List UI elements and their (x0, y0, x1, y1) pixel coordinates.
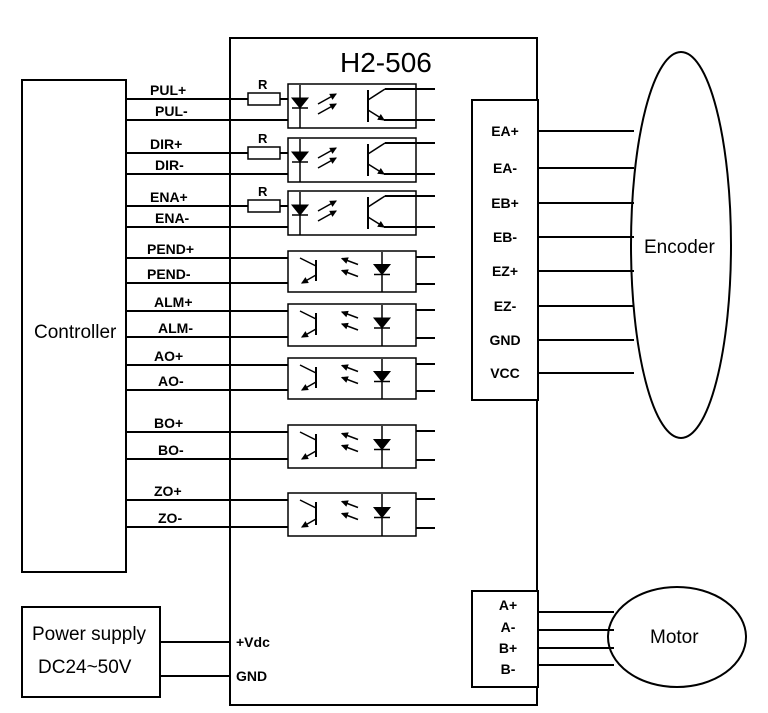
zo-pos-label: ZO+ (154, 483, 182, 499)
encoder-ellipse (630, 51, 732, 439)
pul-pos-label: PUL+ (150, 82, 186, 98)
zo-transistor-collector (299, 499, 317, 509)
pend-light-b-head (340, 269, 349, 276)
zo-light-a-head (340, 500, 349, 507)
pend-transistor-emitter-head (301, 277, 309, 284)
ao-transistor-collector (299, 364, 317, 374)
alm-neg-label: ALM- (158, 320, 193, 336)
driver-title: H2-506 (340, 47, 432, 78)
ao-light-b-head (340, 376, 349, 383)
pul-led (290, 97, 310, 109)
pend-opto-box (287, 250, 417, 293)
encoder-eb-negpos-label: EB+ (491, 195, 519, 211)
bo-opto-box (287, 424, 417, 469)
power-vdc-label: +Vdc (236, 634, 270, 650)
encoder-ez-negpos-label: EZ+ (492, 263, 518, 279)
dir-light-b-head (329, 157, 338, 164)
alm-transistor-emitter-head (301, 331, 309, 338)
pend-transistor-collector (299, 257, 317, 267)
encoder-vcc-label: VCC (490, 365, 520, 381)
motor-a-negpos-label: A+ (499, 597, 517, 613)
pend-neg-label: PEND- (147, 266, 191, 282)
motor-label: Motor (650, 627, 699, 648)
pul-resistor-label: R (258, 77, 268, 92)
encoder-ea-neg-label: EA- (493, 160, 517, 176)
motor-b-neg-label: B- (501, 661, 516, 677)
pend-led (372, 264, 392, 276)
alm-light-a-head (340, 310, 349, 318)
encoder-gnd-label: GND (489, 332, 520, 348)
dir-transistor-emitter-head (377, 167, 385, 175)
encoder-terminal-block (471, 99, 539, 401)
zo-light-b-head (340, 512, 349, 519)
bo-pos-label: BO+ (154, 415, 183, 431)
motor-terminal-block (471, 590, 539, 688)
bo-transistor-collector (299, 431, 317, 441)
ena-transistor-emitter-head (377, 220, 385, 228)
bo-transistor-emitter-head (301, 453, 309, 460)
alm-light-b-head (340, 322, 349, 330)
power-gnd-label: GND (236, 668, 267, 684)
ena-light-a-head (329, 200, 338, 207)
alm-pos-label: ALM+ (154, 294, 193, 310)
power-supply-voltage: DC24~50V (38, 657, 132, 678)
ena-neg-label: ENA- (155, 210, 190, 226)
zo-led (372, 507, 392, 519)
pul-light-a-head (329, 93, 338, 100)
ena-pos-label: ENA+ (150, 189, 188, 205)
pul-opto-box (287, 83, 417, 129)
wires (126, 83, 634, 677)
alm-led (372, 317, 392, 329)
pul-transistor-collector (367, 88, 386, 101)
dir-light-a-head (329, 147, 338, 154)
bo-neg-label: BO- (158, 442, 184, 458)
motor-b-negpos-label: B+ (499, 640, 517, 656)
motor-ellipse (607, 586, 747, 688)
zo-transistor-emitter-head (301, 521, 309, 528)
pul-transistor-emitter-head (377, 113, 385, 121)
controller-label: Controller (34, 322, 117, 343)
power-supply-box (21, 606, 161, 698)
ena-light-b-head (329, 210, 338, 217)
zo-neg-label: ZO- (158, 510, 182, 526)
encoder-label: Encoder (644, 237, 715, 258)
power-supply-label: Power supply (32, 624, 147, 645)
ao-led (372, 371, 392, 383)
dir-led (290, 151, 310, 163)
ao-transistor-emitter-head (301, 384, 309, 391)
ao-neg-label: AO- (158, 373, 184, 389)
dir-resistor-label: R (258, 131, 268, 146)
ena-opto-box (287, 190, 417, 236)
dir-neg-label: DIR- (155, 157, 184, 173)
encoder-eb-neg-label: EB- (493, 229, 517, 245)
ena-transistor-collector (367, 195, 386, 208)
pul-neg-label: PUL- (155, 103, 188, 119)
controller-box (21, 79, 127, 573)
encoder-ez-neg-label: EZ- (494, 298, 517, 314)
ao-light-a-head (340, 364, 349, 371)
motor-a-neg-label: A- (501, 619, 516, 635)
dir-transistor-collector (367, 142, 386, 155)
ena-resistor-label: R (258, 184, 268, 199)
labels: PUL+ PUL- R DIR+ DIR- R ENA+ ENA- R PEND+ PEND- ALM… (147, 77, 521, 684)
alm-opto-box (287, 303, 417, 347)
dir-pos-label: DIR+ (150, 136, 182, 152)
pul-light-b-head (329, 103, 338, 110)
encoder-ea-negpos-label: EA+ (491, 123, 519, 139)
ao-opto-box (287, 357, 417, 400)
pend-pos-label: PEND+ (147, 241, 194, 257)
dir-opto-box (287, 137, 417, 183)
zo-opto-box (287, 492, 417, 537)
ena-led (290, 204, 310, 216)
ao-pos-label: AO+ (154, 348, 183, 364)
bo-led (372, 439, 392, 451)
pend-light-a-head (340, 257, 349, 264)
bo-light-a-head (340, 432, 349, 439)
bo-light-b-head (340, 444, 349, 451)
alm-transistor-collector (299, 310, 317, 320)
